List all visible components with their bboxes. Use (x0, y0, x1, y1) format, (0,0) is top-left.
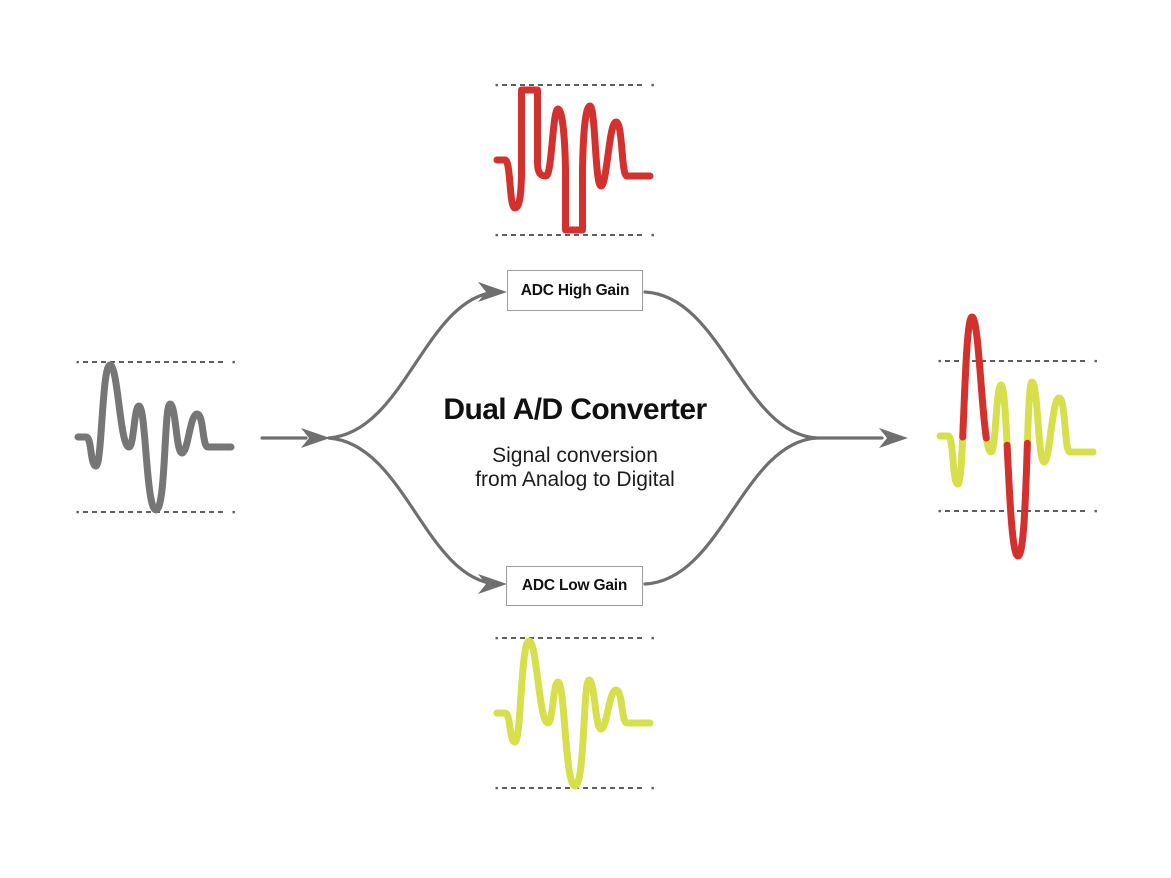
diagram-title: Dual A/D Converter (443, 393, 707, 426)
adc-low-gain-label: ADC Low Gain (521, 577, 628, 594)
output-waveform-low-gain-segments (936, 378, 1097, 488)
clip-limit-dashed-line-top (938, 359, 1097, 363)
clip-limit-dashed-line-bottom (938, 509, 1097, 513)
merge-curve-from-high-gain (643, 290, 818, 440)
high-gain-clipped-waveform (493, 83, 654, 237)
clip-limit-dashed-line-top (495, 636, 654, 640)
adc-high-gain-label: ADC High Gain (520, 281, 630, 299)
clip-limit-dashed-line-bottom (495, 233, 654, 237)
diagram-subtitle-line-1: Signal conversion (492, 444, 658, 467)
arrow-heads (301, 282, 908, 594)
analog-input-waveform (74, 360, 235, 514)
branch-curve-to-low-gain (327, 436, 498, 586)
low-gain-waveform-trace (493, 637, 654, 790)
low-gain-waveform (493, 636, 654, 790)
analog-waveform-trace (74, 361, 235, 514)
merge-curve-from-low-gain (643, 436, 818, 586)
combined-output-waveform (936, 313, 1097, 560)
branch-curve-to-high-gain (327, 290, 498, 440)
arrow-curves (260, 290, 884, 586)
diagram-subtitle: Signal conversion from Analog to Digital (375, 444, 775, 492)
low-gain-arrowhead-icon (478, 574, 507, 594)
input-arrowhead-icon (301, 428, 330, 448)
adc-high-gain-box: ADC High Gain (507, 270, 643, 311)
output-waveform-high-amplitude-red-segments (959, 313, 1031, 560)
adc-low-gain-box: ADC Low Gain (506, 566, 643, 606)
high-gain-arrowhead-icon (478, 282, 507, 302)
clip-limit-dashed-line-top (76, 360, 235, 364)
clip-limit-dashed-line-top (495, 83, 654, 87)
diagram-subtitle-line-2: from Analog to Digital (475, 468, 675, 491)
output-arrowhead-icon (879, 428, 908, 448)
high-gain-waveform-trace (493, 86, 654, 234)
